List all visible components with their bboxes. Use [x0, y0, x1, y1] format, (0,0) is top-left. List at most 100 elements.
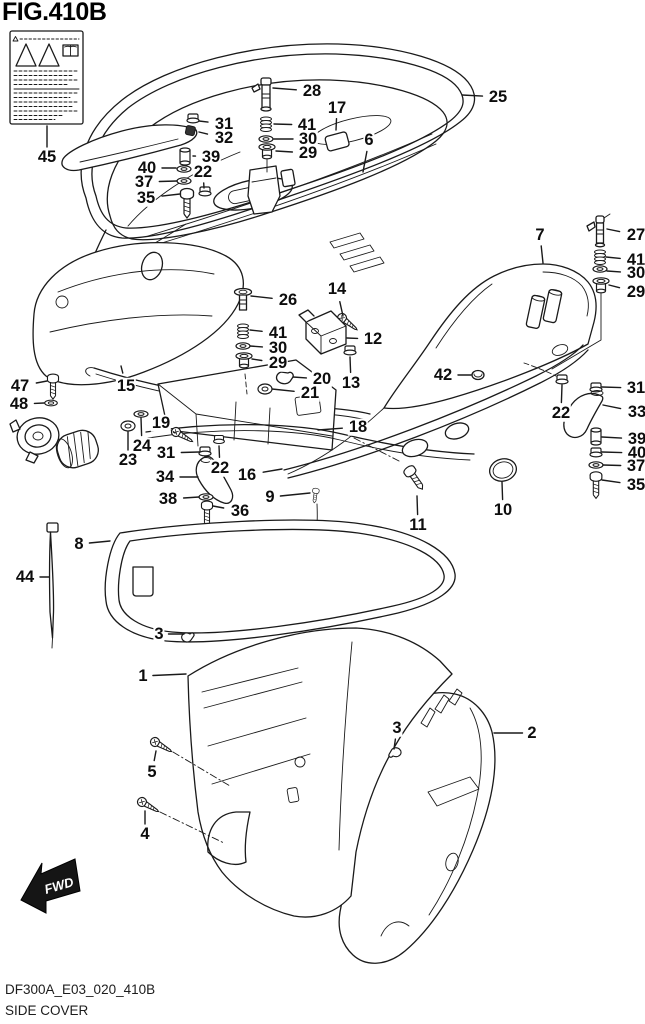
left-hardware — [9, 373, 99, 469]
leader-line-25 — [461, 94, 484, 97]
cowl-pin-hardware — [251, 77, 350, 160]
callout-29: 29 — [625, 282, 645, 301]
lever-33 — [563, 392, 604, 439]
callout-16: 16 — [236, 465, 258, 484]
callout-28: 28 — [301, 81, 323, 100]
pin-9 — [310, 487, 320, 504]
leader-line-16 — [262, 468, 283, 473]
callout-29: 29 — [297, 143, 319, 162]
callout-15: 15 — [115, 376, 137, 395]
leader-line-39 — [601, 436, 623, 439]
fwd-arrow: FWD — [20, 858, 81, 914]
callout-5: 5 — [146, 762, 158, 781]
cable-tie — [46, 522, 59, 649]
warning-triangle-icon — [38, 43, 60, 67]
plug-10 — [489, 458, 517, 482]
warning-triangle-icon — [15, 43, 37, 67]
leader-line-33 — [602, 404, 622, 410]
callout-48: 48 — [8, 394, 30, 413]
callout-27: 27 — [625, 225, 645, 244]
callout-14: 14 — [326, 279, 348, 298]
callout-35: 35 — [135, 188, 157, 207]
callout-13: 13 — [340, 373, 362, 392]
warning-sticker — [9, 30, 84, 125]
callout-10: 10 — [492, 500, 514, 519]
leader-line-13 — [349, 356, 352, 374]
callout-42: 42 — [432, 365, 454, 384]
callout-26: 26 — [277, 290, 299, 309]
owners-manual-icon — [62, 44, 79, 57]
leader-line-30 — [606, 270, 622, 273]
callout-40: 40 — [626, 445, 645, 462]
leader-line-21 — [271, 388, 295, 392]
callout-39: 39 — [626, 431, 645, 448]
callout-4: 4 — [139, 824, 151, 843]
leader-line-9 — [279, 492, 311, 497]
leader-line-41 — [273, 123, 293, 126]
leader-line-35 — [601, 479, 621, 484]
leader-line-29 — [251, 358, 263, 362]
clip-20 — [275, 371, 294, 385]
leader-line-38 — [182, 496, 200, 499]
lower-tray — [145, 359, 475, 461]
callout-9: 9 — [264, 487, 276, 506]
leader-line-41 — [605, 256, 621, 260]
leader-line-31 — [180, 451, 200, 454]
callout-20: 20 — [311, 369, 333, 388]
callout-41: 41 — [625, 250, 645, 269]
callout-3: 3 — [153, 624, 165, 643]
callout-30: 30 — [625, 263, 645, 282]
callout-38: 38 — [157, 489, 179, 508]
leader-line-32 — [198, 131, 209, 135]
callout-22: 22 — [192, 162, 214, 181]
leader-line-11 — [416, 495, 419, 516]
callout-41: 41 — [296, 115, 318, 134]
callout-18: 18 — [347, 417, 369, 436]
callout-8: 8 — [73, 534, 85, 553]
leader-line-37 — [602, 464, 622, 467]
leader-line-19 — [172, 431, 176, 434]
callout-32: 32 — [213, 128, 235, 147]
callout-19: 19 — [150, 413, 172, 432]
callout-35: 35 — [625, 475, 645, 494]
leader-line-17 — [335, 117, 338, 131]
leader-line-3 — [393, 738, 397, 750]
callout-41: 41 — [267, 323, 289, 342]
figure-name: SIDE COVER — [5, 1002, 89, 1018]
fastener-hardware — [135, 436, 517, 844]
callout-17: 17 — [326, 98, 348, 117]
leader-line-18 — [317, 427, 343, 431]
leader-line-8 — [88, 540, 111, 544]
leader-line-36 — [212, 505, 225, 509]
leader-line-7 — [540, 245, 544, 264]
leader-line-31 — [601, 386, 622, 389]
callout-22: 22 — [550, 403, 572, 422]
leader-line-22 — [218, 445, 221, 458]
callout-24: 24 — [131, 436, 153, 455]
leader-line-35 — [161, 193, 181, 197]
callout-29: 29 — [267, 353, 289, 372]
leader-line-31 — [198, 120, 209, 123]
leader-line-47 — [35, 380, 48, 384]
callout-25: 25 — [487, 87, 509, 106]
callout-33: 33 — [626, 404, 645, 421]
mid-hardware — [233, 287, 485, 395]
leader-line-29 — [608, 284, 621, 289]
figure-footer: DF300A_E03_020_410B SIDE COVER — [5, 980, 155, 1022]
leader-lines — [33, 87, 623, 825]
callout-31: 31 — [625, 378, 645, 397]
right-hardware — [523, 213, 611, 499]
leader-line-15 — [120, 365, 124, 374]
callout-31: 31 — [155, 443, 177, 462]
callout-21: 21 — [299, 383, 321, 402]
callout-3: 3 — [391, 718, 403, 737]
lower-seal-ring — [104, 519, 456, 643]
leader-line-14 — [339, 301, 344, 317]
leader-line-30 — [249, 345, 264, 348]
callout-7: 7 — [534, 225, 546, 244]
leader-line-27 — [606, 228, 621, 233]
leader-line-40 — [601, 451, 623, 454]
leader-line-10 — [501, 481, 504, 501]
callout-22: 22 — [209, 458, 231, 477]
